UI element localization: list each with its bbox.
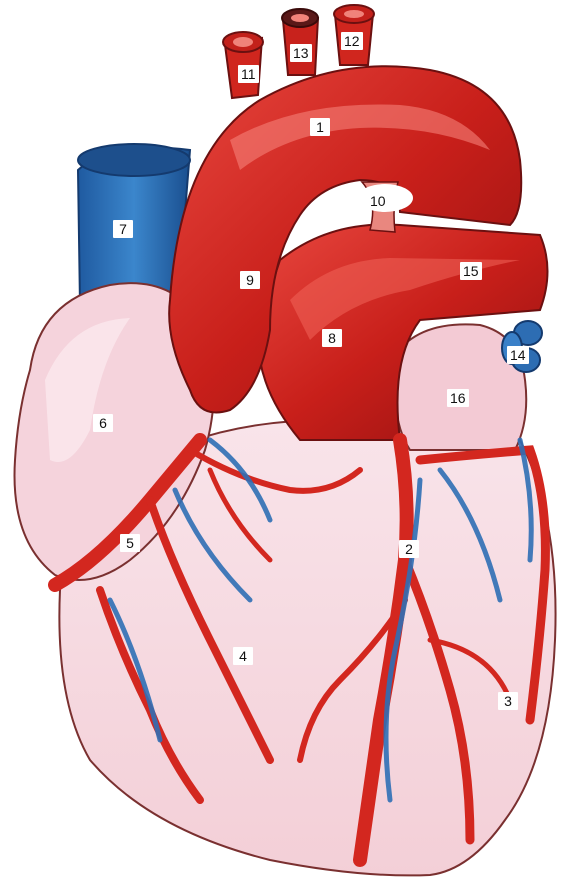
label-8: 8 — [322, 329, 342, 347]
label-3: 3 — [498, 692, 518, 710]
label-15: 15 — [460, 262, 482, 280]
label-2: 2 — [399, 540, 419, 558]
label-11: 11 — [238, 65, 259, 83]
label-6: 6 — [93, 414, 113, 432]
label-1: 1 — [310, 118, 330, 136]
vena-cava-opening — [78, 144, 190, 176]
label-13: 13 — [290, 44, 312, 62]
label-14: 14 — [507, 346, 529, 364]
label-9: 9 — [240, 271, 260, 289]
label-12: 12 — [341, 32, 363, 50]
label-7: 7 — [113, 220, 133, 238]
label-5: 5 — [120, 534, 140, 552]
label-10: 10 — [367, 192, 389, 210]
label-4: 4 — [233, 647, 253, 665]
label-16: 16 — [447, 389, 469, 407]
